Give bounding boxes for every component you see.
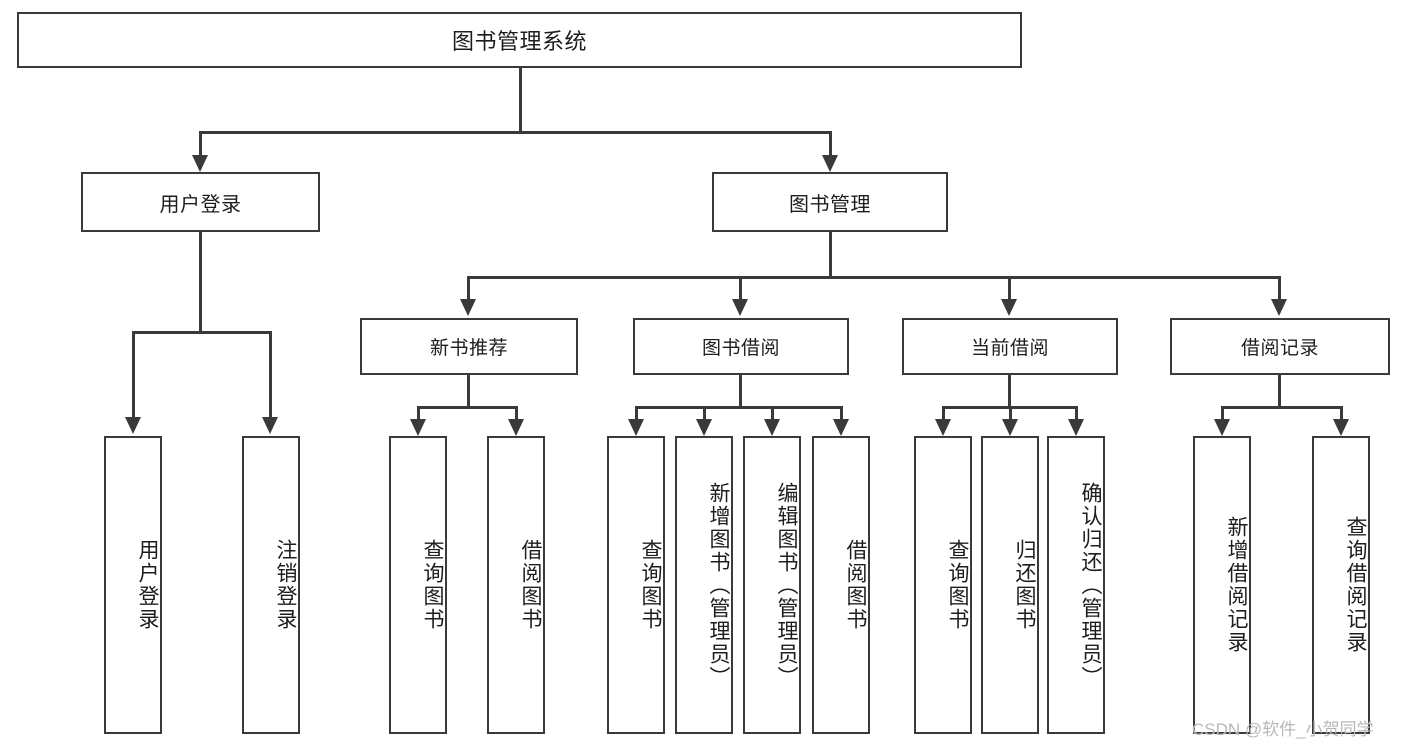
arrowhead-book-manage-to-record <box>1271 299 1287 316</box>
connector-root-bus <box>199 131 831 134</box>
node-new-book-recommend[interactable]: 新书推荐 <box>360 318 578 375</box>
connector-borrow-record-to-leaf-1 <box>1221 406 1224 421</box>
leaf-label: 借阅图书 <box>519 539 542 631</box>
connector-current-borrow-to-leaf-1 <box>942 406 945 421</box>
node-label: 当前借阅 <box>970 338 1049 359</box>
node-label: 图书管理 <box>789 193 871 216</box>
connector-new-book-to-leaf-1 <box>417 406 420 421</box>
connector-root-to-book-manage <box>829 131 832 157</box>
arrowhead-borrow-record-to-leaf-1 <box>1214 419 1230 436</box>
arrowhead-current-borrow-to-leaf-3 <box>1068 419 1084 436</box>
leaf-label: 新增借阅记录 <box>1225 516 1248 654</box>
connector-book-borrow-bus <box>635 406 843 409</box>
connector-user-login-bus <box>132 331 269 334</box>
connector-current-borrow-to-leaf-3 <box>1075 406 1078 421</box>
node-label: 图书管理系统 <box>451 29 587 54</box>
connector-new-book-bus <box>417 406 518 409</box>
connector-book-manage-stem <box>829 232 832 278</box>
node-label: 用户登录 <box>159 193 242 216</box>
leaf-label: 查询图书 <box>639 539 662 631</box>
connector-current-borrow-to-leaf-2 <box>1009 406 1012 421</box>
node-user-login[interactable]: 用户登录 <box>81 172 320 232</box>
leaf-label: 借阅图书 <box>844 539 867 631</box>
leaf-current-borrow-query[interactable]: 查询图书 <box>914 436 972 734</box>
arrowhead-current-borrow-to-leaf-1 <box>935 419 951 436</box>
connector-book-manage-to-current <box>1008 276 1011 301</box>
node-borrow-record[interactable]: 借阅记录 <box>1170 318 1390 375</box>
connector-book-borrow-to-leaf-2 <box>703 406 706 421</box>
connector-book-borrow-to-leaf-4 <box>840 406 843 421</box>
arrowhead-new-book-to-leaf-2 <box>508 419 524 436</box>
leaf-label: 归还图书 <box>1013 539 1036 631</box>
connector-book-manage-bus <box>467 276 1281 279</box>
connector-borrow-record-bus <box>1221 406 1342 409</box>
arrowhead-book-manage-to-new-book <box>460 299 476 316</box>
connector-root-stem <box>519 68 522 133</box>
leaf-label: 用户登录 <box>136 539 159 631</box>
connector-book-borrow-to-leaf-3 <box>771 406 774 421</box>
leaf-current-borrow-return[interactable]: 归还图书 <box>981 436 1039 734</box>
leaf-label: 查询借阅记录 <box>1344 516 1367 654</box>
connector-book-manage-to-new-book <box>467 276 470 301</box>
node-label: 新书推荐 <box>429 338 508 359</box>
arrowhead-root-to-book-manage <box>822 155 838 172</box>
connector-new-book-to-leaf-2 <box>515 406 518 421</box>
leaf-current-borrow-confirm[interactable]: 确认归还（管理员） <box>1047 436 1105 734</box>
connector-book-manage-to-record <box>1278 276 1281 301</box>
arrowhead-book-borrow-to-leaf-3 <box>764 419 780 436</box>
leaf-book-borrow-query[interactable]: 查询图书 <box>607 436 665 734</box>
connector-book-borrow-stem <box>739 375 742 408</box>
arrowhead-book-borrow-to-leaf-4 <box>833 419 849 436</box>
connector-user-login-to-leaf-1 <box>132 331 135 419</box>
arrowhead-book-manage-to-borrow <box>732 299 748 316</box>
arrowhead-user-login-to-leaf-1 <box>125 417 141 434</box>
node-root-system[interactable]: 图书管理系统 <box>17 12 1022 68</box>
leaf-borrow-record-add[interactable]: 新增借阅记录 <box>1193 436 1251 734</box>
arrowhead-book-borrow-to-leaf-2 <box>696 419 712 436</box>
leaf-book-borrow-borrow[interactable]: 借阅图书 <box>812 436 870 734</box>
leaf-label: 编辑图书（管理员） <box>775 481 798 689</box>
leaf-book-borrow-add[interactable]: 新增图书（管理员） <box>675 436 733 734</box>
leaf-label: 新增图书（管理员） <box>707 481 730 689</box>
leaf-label: 查询图书 <box>946 539 969 631</box>
leaf-new-book-borrow[interactable]: 借阅图书 <box>487 436 545 734</box>
node-book-borrow[interactable]: 图书借阅 <box>633 318 849 375</box>
leaf-user-login-logout[interactable]: 注销登录 <box>242 436 300 734</box>
leaf-user-login-login[interactable]: 用户登录 <box>104 436 162 734</box>
arrowhead-current-borrow-to-leaf-2 <box>1002 419 1018 436</box>
connector-borrow-record-to-leaf-2 <box>1340 406 1343 421</box>
connector-book-manage-to-borrow <box>739 276 742 301</box>
connector-book-borrow-to-leaf-1 <box>635 406 638 421</box>
node-label: 图书借阅 <box>701 338 780 359</box>
connector-borrow-record-stem <box>1278 375 1281 408</box>
connector-root-to-user-login <box>199 131 202 157</box>
leaf-borrow-record-query[interactable]: 查询借阅记录 <box>1312 436 1370 734</box>
node-current-borrow[interactable]: 当前借阅 <box>902 318 1118 375</box>
connector-user-login-to-leaf-2 <box>269 331 272 419</box>
leaf-new-book-query[interactable]: 查询图书 <box>389 436 447 734</box>
node-label: 借阅记录 <box>1240 338 1319 359</box>
leaf-label: 注销登录 <box>274 539 297 631</box>
arrowhead-book-manage-to-current <box>1001 299 1017 316</box>
leaf-label: 确认归还（管理员） <box>1079 481 1102 689</box>
arrowhead-user-login-to-leaf-2 <box>262 417 278 434</box>
connector-current-borrow-stem <box>1008 375 1011 408</box>
arrowhead-borrow-record-to-leaf-2 <box>1333 419 1349 436</box>
arrowhead-book-borrow-to-leaf-1 <box>628 419 644 436</box>
arrowhead-new-book-to-leaf-1 <box>410 419 426 436</box>
arrowhead-root-to-user-login <box>192 155 208 172</box>
leaf-label: 查询图书 <box>421 539 444 631</box>
leaf-book-borrow-edit[interactable]: 编辑图书（管理员） <box>743 436 801 734</box>
connector-new-book-stem <box>467 375 470 408</box>
connector-user-login-stem <box>199 232 202 333</box>
node-book-management[interactable]: 图书管理 <box>712 172 948 232</box>
